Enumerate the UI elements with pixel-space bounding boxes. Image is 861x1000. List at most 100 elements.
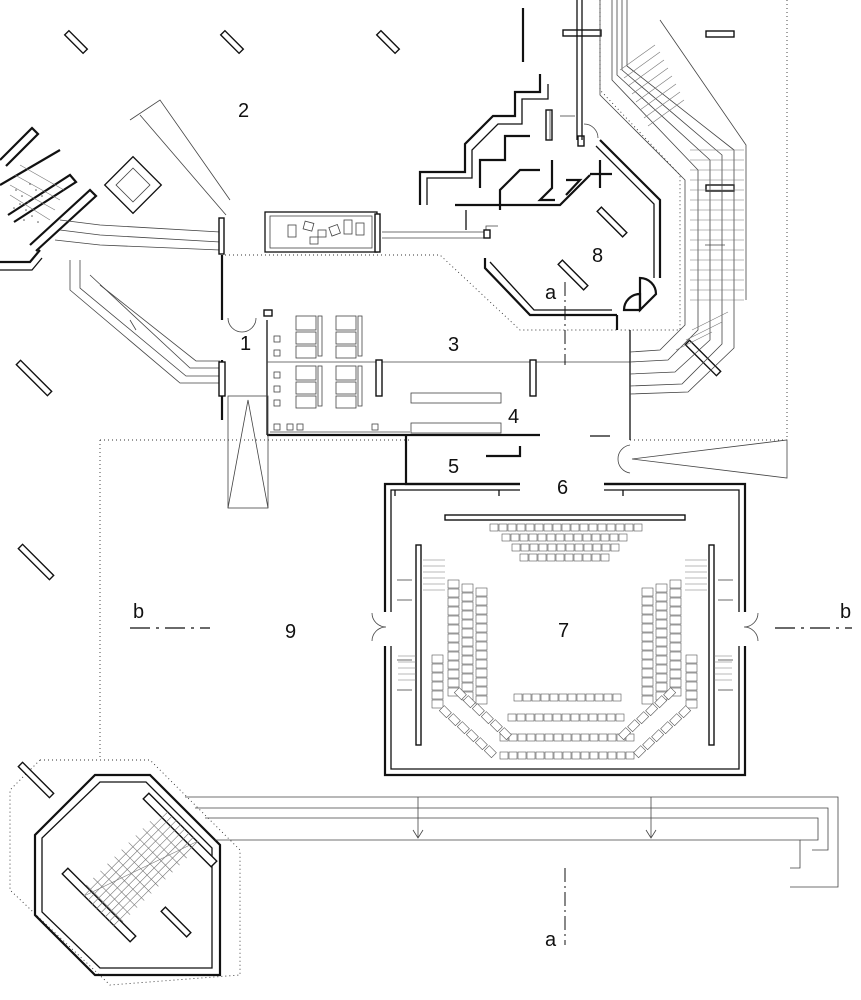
seat <box>641 623 654 633</box>
label-room-8: 8 <box>592 245 603 267</box>
seat <box>655 610 668 620</box>
auditorium-seating <box>431 523 698 760</box>
seat <box>475 668 488 678</box>
seat <box>579 713 589 722</box>
seat <box>636 711 650 725</box>
south-west-stair-tower <box>33 773 222 977</box>
seat <box>431 699 444 709</box>
seat <box>543 523 553 532</box>
seat <box>607 733 617 742</box>
seat <box>669 624 682 634</box>
seat <box>600 533 610 542</box>
site-boundary <box>9 0 788 986</box>
seat <box>561 523 571 532</box>
label-section-b-left: b <box>133 601 144 623</box>
seat <box>588 713 598 722</box>
seat <box>561 713 571 722</box>
seat <box>603 693 613 702</box>
seat <box>553 751 563 760</box>
seat <box>618 727 632 741</box>
seat <box>461 673 474 683</box>
label-outdoor-area: 9 <box>285 621 296 643</box>
seat <box>461 592 474 602</box>
seat <box>669 678 682 688</box>
label-foyer: 3 <box>448 334 459 356</box>
seat <box>598 733 608 742</box>
seat <box>519 553 529 562</box>
seat <box>553 733 563 742</box>
seat <box>651 729 665 743</box>
seat <box>655 592 668 602</box>
seat <box>627 719 641 733</box>
seat <box>465 729 479 743</box>
section-lines <box>130 282 852 945</box>
seat <box>597 523 607 532</box>
seat <box>447 579 460 589</box>
south-walkway <box>185 796 839 888</box>
seat <box>663 687 677 701</box>
seat <box>641 668 654 678</box>
seat <box>438 705 452 719</box>
seat <box>571 751 581 760</box>
seat <box>537 533 547 542</box>
seat <box>654 695 668 709</box>
seat <box>447 633 460 643</box>
seat <box>655 628 668 638</box>
room-8-building <box>382 0 662 330</box>
seat <box>583 543 593 552</box>
seat <box>461 637 474 647</box>
seat <box>447 624 460 634</box>
seat <box>600 553 610 562</box>
seat <box>461 610 474 620</box>
seat <box>574 543 584 552</box>
seat <box>508 733 518 742</box>
seat <box>615 713 625 722</box>
seat <box>562 751 572 760</box>
seat <box>641 686 654 696</box>
seat <box>480 711 494 725</box>
seat <box>483 745 497 759</box>
seat <box>641 587 654 597</box>
seat <box>589 733 599 742</box>
seat <box>669 660 682 670</box>
seat <box>540 693 550 702</box>
seat <box>461 664 474 674</box>
seat <box>431 654 444 664</box>
auditorium <box>371 482 759 777</box>
seat <box>660 721 674 735</box>
seat <box>678 705 692 719</box>
seat <box>641 659 654 669</box>
seat <box>567 693 577 702</box>
seat <box>625 751 635 760</box>
plaza-elements <box>103 155 381 255</box>
seat <box>655 673 668 683</box>
seat <box>461 601 474 611</box>
seat <box>669 669 682 679</box>
seat <box>475 587 488 597</box>
seat <box>582 533 592 542</box>
label-entrance: 1 <box>240 333 251 355</box>
seat <box>655 601 668 611</box>
seat <box>606 523 616 532</box>
seat <box>525 523 535 532</box>
seat <box>447 606 460 616</box>
seat <box>641 614 654 624</box>
seat <box>685 699 698 709</box>
seat <box>641 605 654 615</box>
label-section-a-bottom: a <box>545 929 557 951</box>
seat <box>447 651 460 661</box>
seat <box>535 751 545 760</box>
label-lobby: 6 <box>557 477 568 499</box>
seat <box>431 672 444 682</box>
seat <box>447 615 460 625</box>
seat <box>669 579 682 589</box>
seat <box>685 663 698 673</box>
seat <box>537 553 547 562</box>
seat <box>618 533 628 542</box>
north-east-stairs <box>599 0 747 395</box>
seat <box>447 597 460 607</box>
seat <box>547 543 557 552</box>
seat <box>544 751 554 760</box>
seat <box>582 553 592 562</box>
seat <box>461 583 474 593</box>
